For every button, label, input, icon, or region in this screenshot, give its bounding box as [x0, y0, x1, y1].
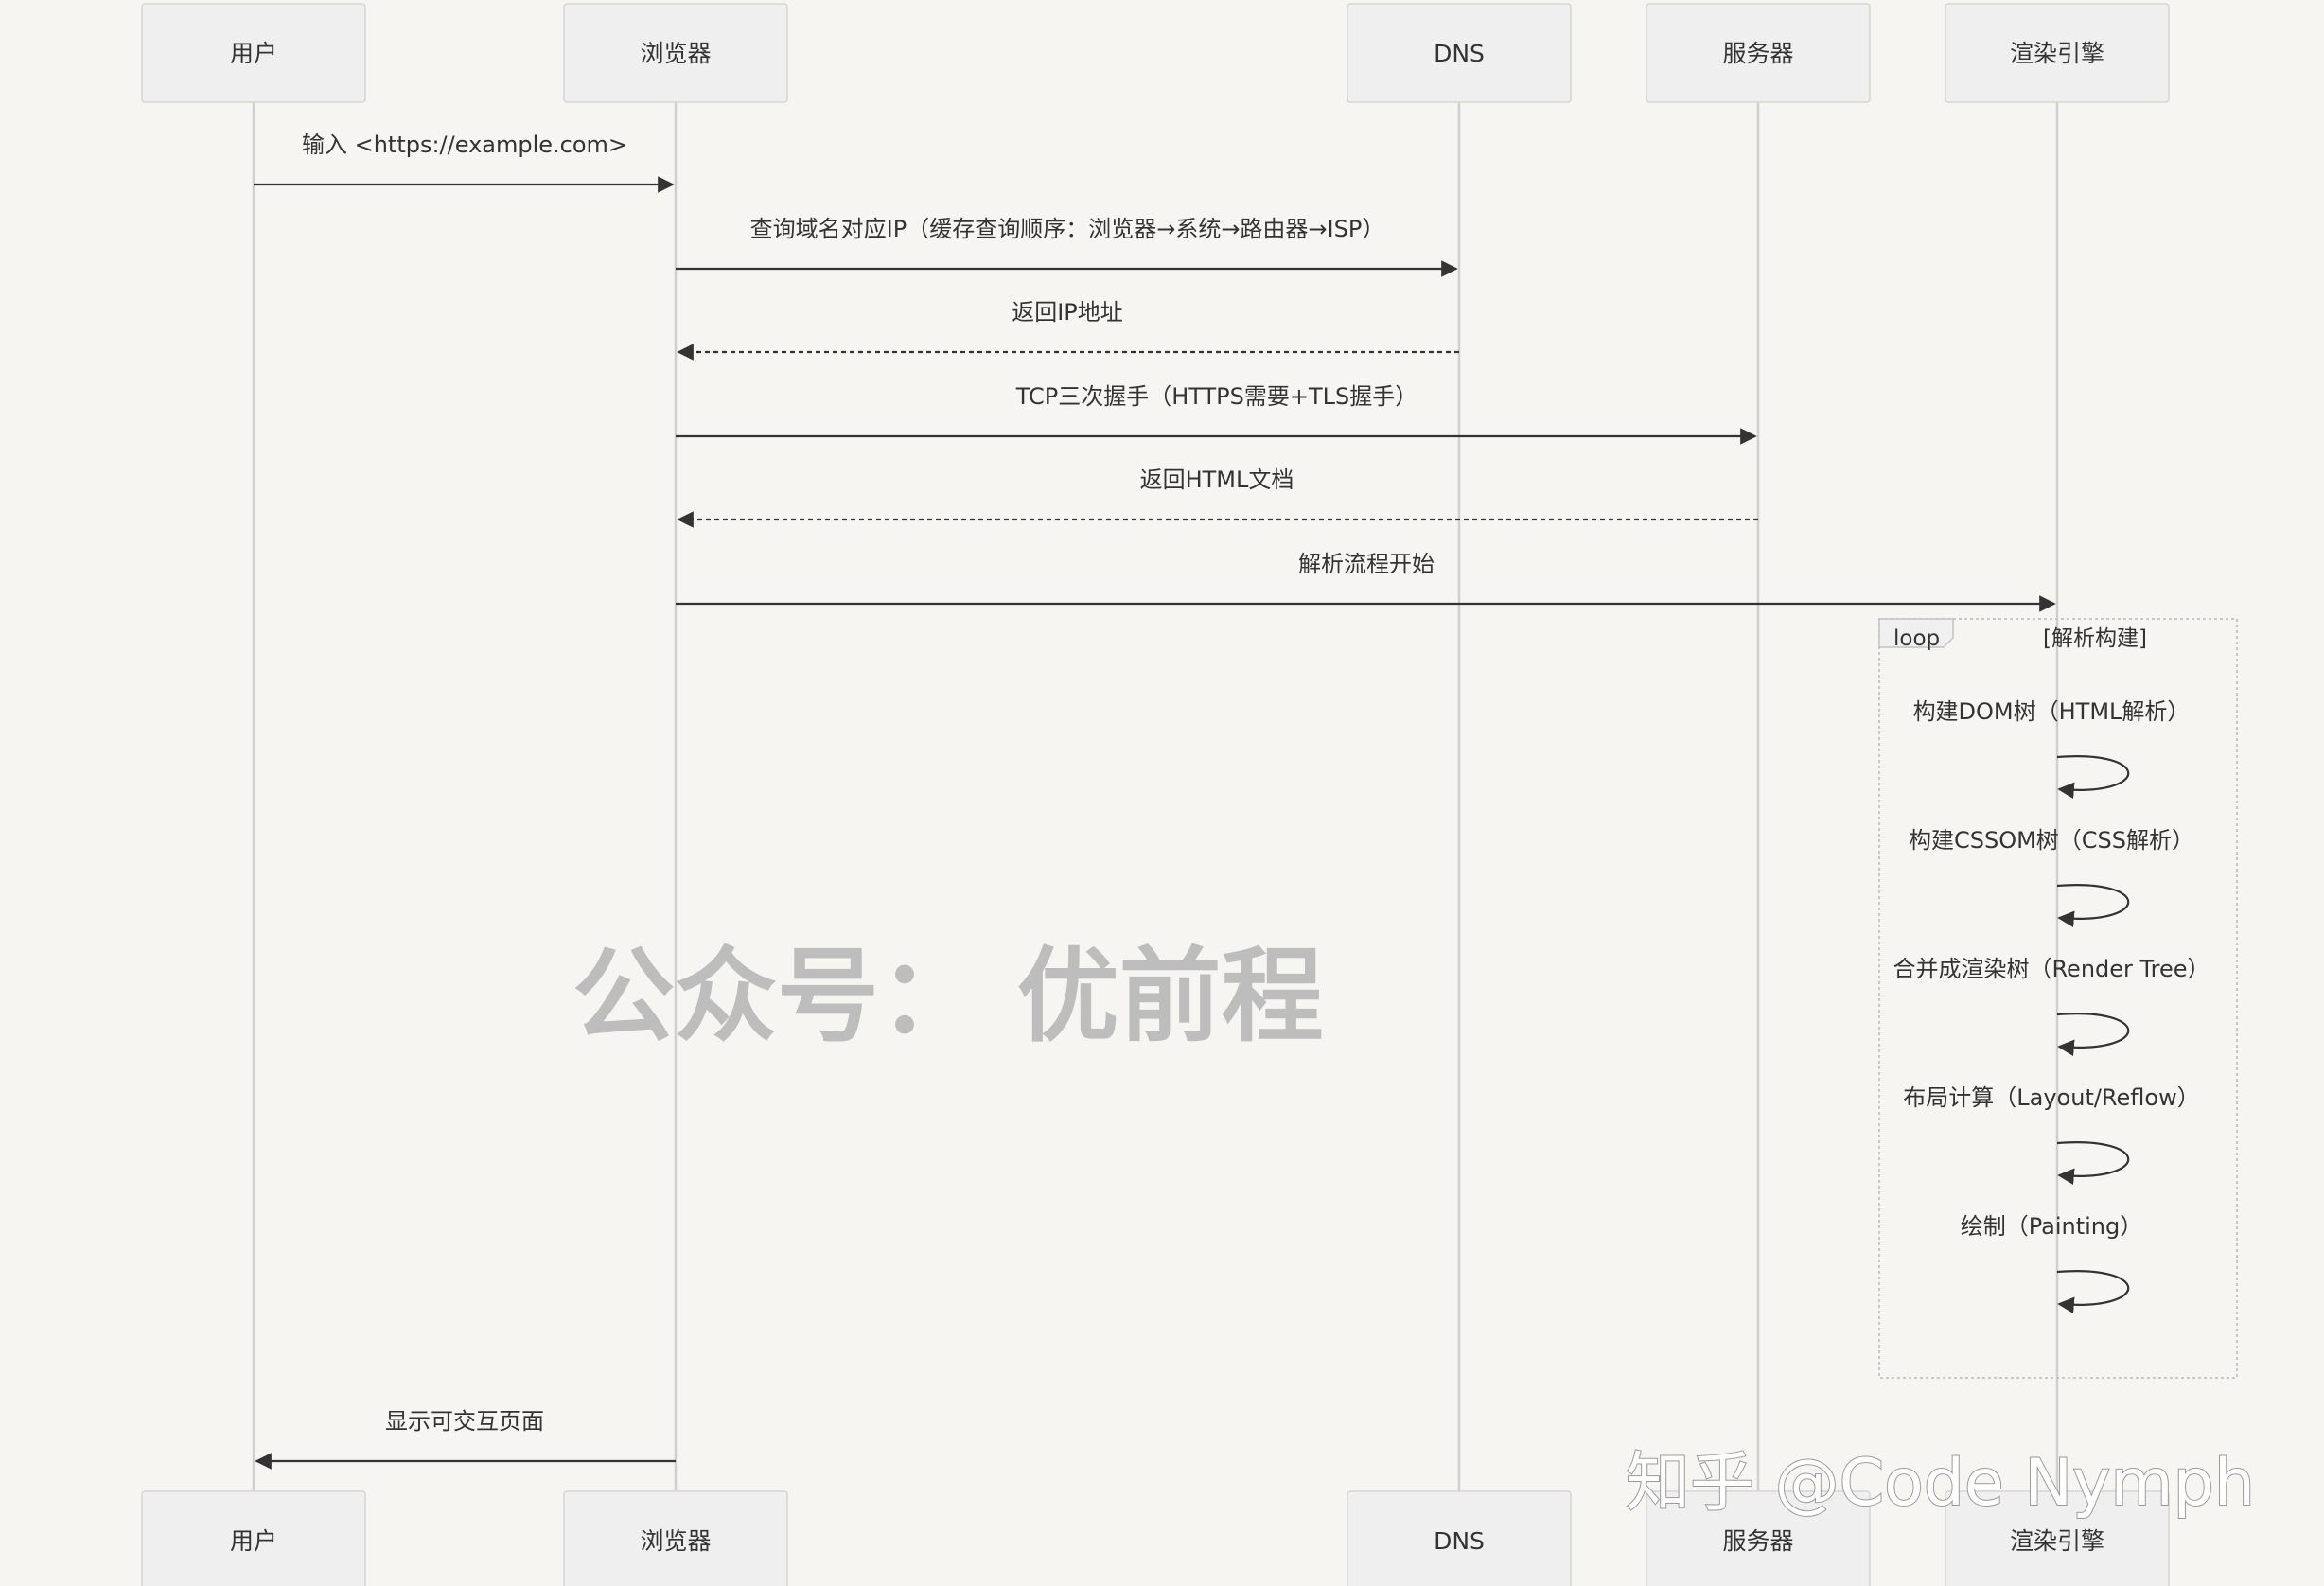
- actor-render-bottom: 渲染引擎: [1945, 1490, 2170, 1586]
- loop-step: 构建CSSOM树（CSS解析）: [1909, 827, 2194, 928]
- actor-user-top: 用户: [141, 3, 366, 103]
- actor-box: [1646, 1490, 1871, 1586]
- loop-step: 绘制（Painting）: [1961, 1213, 2143, 1314]
- actor-label: 浏览器: [640, 1527, 711, 1555]
- message-label: 返回IP地址: [1012, 299, 1123, 326]
- actor-label: 渲染引擎: [2010, 40, 2104, 67]
- actor-label: 服务器: [1722, 1527, 1793, 1555]
- actor-box: [1945, 1490, 2170, 1586]
- loop-tab: [1878, 618, 1954, 648]
- actor-dns-bottom: DNS: [1347, 1490, 1572, 1586]
- actor-dns-top: DNS: [1347, 3, 1572, 103]
- actor-box: [1347, 3, 1572, 103]
- actor-browser-bottom: 浏览器: [563, 1490, 788, 1586]
- actor-label: 浏览器: [640, 40, 711, 67]
- actor-box: [141, 1490, 366, 1586]
- message-label: 显示可交互页面: [385, 1408, 544, 1435]
- message-label: 输入 <https://example.com>: [302, 132, 627, 158]
- self-loop-arrow: [2056, 1013, 2130, 1057]
- loop-keyword: loop: [1893, 626, 1940, 651]
- actor-render-top: 渲染引擎: [1945, 3, 2170, 103]
- actor-label: DNS: [1434, 40, 1485, 67]
- actor-box: [563, 3, 788, 103]
- loop-step-label: 构建CSSOM树（CSS解析）: [1909, 827, 2194, 854]
- message-server-to-browser: 返回HTML文档: [677, 467, 1758, 528]
- actor-box: [1945, 3, 2170, 103]
- actor-box: [563, 1490, 788, 1586]
- message-label: 查询域名对应IP（缓存查询顺序：浏览器→系统→路由器→ISP）: [750, 216, 1385, 242]
- message-label: TCP三次握手（HTTPS需要+TLS握手）: [1015, 383, 1418, 410]
- message-label: 解析流程开始: [1298, 551, 1435, 577]
- loop-step-label: 绘制（Painting）: [1961, 1213, 2143, 1240]
- actor-server-top: 服务器: [1646, 3, 1871, 103]
- actor-label: 用户: [230, 40, 277, 67]
- actor-user-bottom: 用户: [141, 1490, 366, 1586]
- message-browser-to-render: 解析流程开始: [676, 551, 2056, 612]
- actor-box: [1347, 1490, 1572, 1586]
- self-loop-arrow: [2056, 884, 2130, 928]
- loop-step-label: 布局计算（Layout/Reflow）: [1903, 1084, 2199, 1111]
- actor-box: [141, 3, 366, 103]
- message-user-to-browser: 输入 <https://example.com>: [254, 132, 675, 193]
- loop-step: 合并成渲染树（Render Tree）: [1893, 956, 2210, 1057]
- actor-label: 服务器: [1722, 40, 1793, 67]
- message-label: 返回HTML文档: [1140, 467, 1294, 493]
- actor-box: [1646, 3, 1871, 103]
- actor-server-bottom: 服务器: [1646, 1490, 1871, 1586]
- loop-step: 布局计算（Layout/Reflow）: [1903, 1084, 2200, 1186]
- actor-label: DNS: [1434, 1527, 1485, 1555]
- watermark-text: 公众号： 优前程: [572, 938, 1324, 1056]
- message-browser-to-user: 显示可交互页面: [255, 1408, 676, 1470]
- actor-label: 用户: [230, 1527, 277, 1555]
- self-loop-arrow: [2056, 755, 2130, 800]
- loop-step-label: 构建DOM树（HTML解析）: [1913, 698, 2191, 725]
- loop-step: 构建DOM树（HTML解析）: [1913, 698, 2191, 800]
- loop-border: [1878, 618, 2238, 1379]
- actor-browser-top: 浏览器: [563, 3, 788, 103]
- self-loop-arrow: [2056, 1141, 2130, 1186]
- message-dns-to-browser: 返回IP地址: [677, 299, 1459, 361]
- message-browser-to-dns: 查询域名对应IP（缓存查询顺序：浏览器→系统→路由器→ISP）: [676, 216, 1458, 277]
- actor-label: 渲染引擎: [2010, 1527, 2104, 1555]
- loop-step-label: 合并成渲染树（Render Tree）: [1893, 956, 2210, 982]
- loop-frame: loop [解析构建]: [1878, 618, 2238, 1379]
- loop-label: [解析构建]: [2043, 626, 2147, 651]
- self-loop-arrow: [2056, 1270, 2130, 1314]
- credit-text: 知乎 @Code Nymph: [1626, 1446, 2255, 1521]
- message-browser-to-server: TCP三次握手（HTTPS需要+TLS握手）: [676, 383, 1757, 445]
